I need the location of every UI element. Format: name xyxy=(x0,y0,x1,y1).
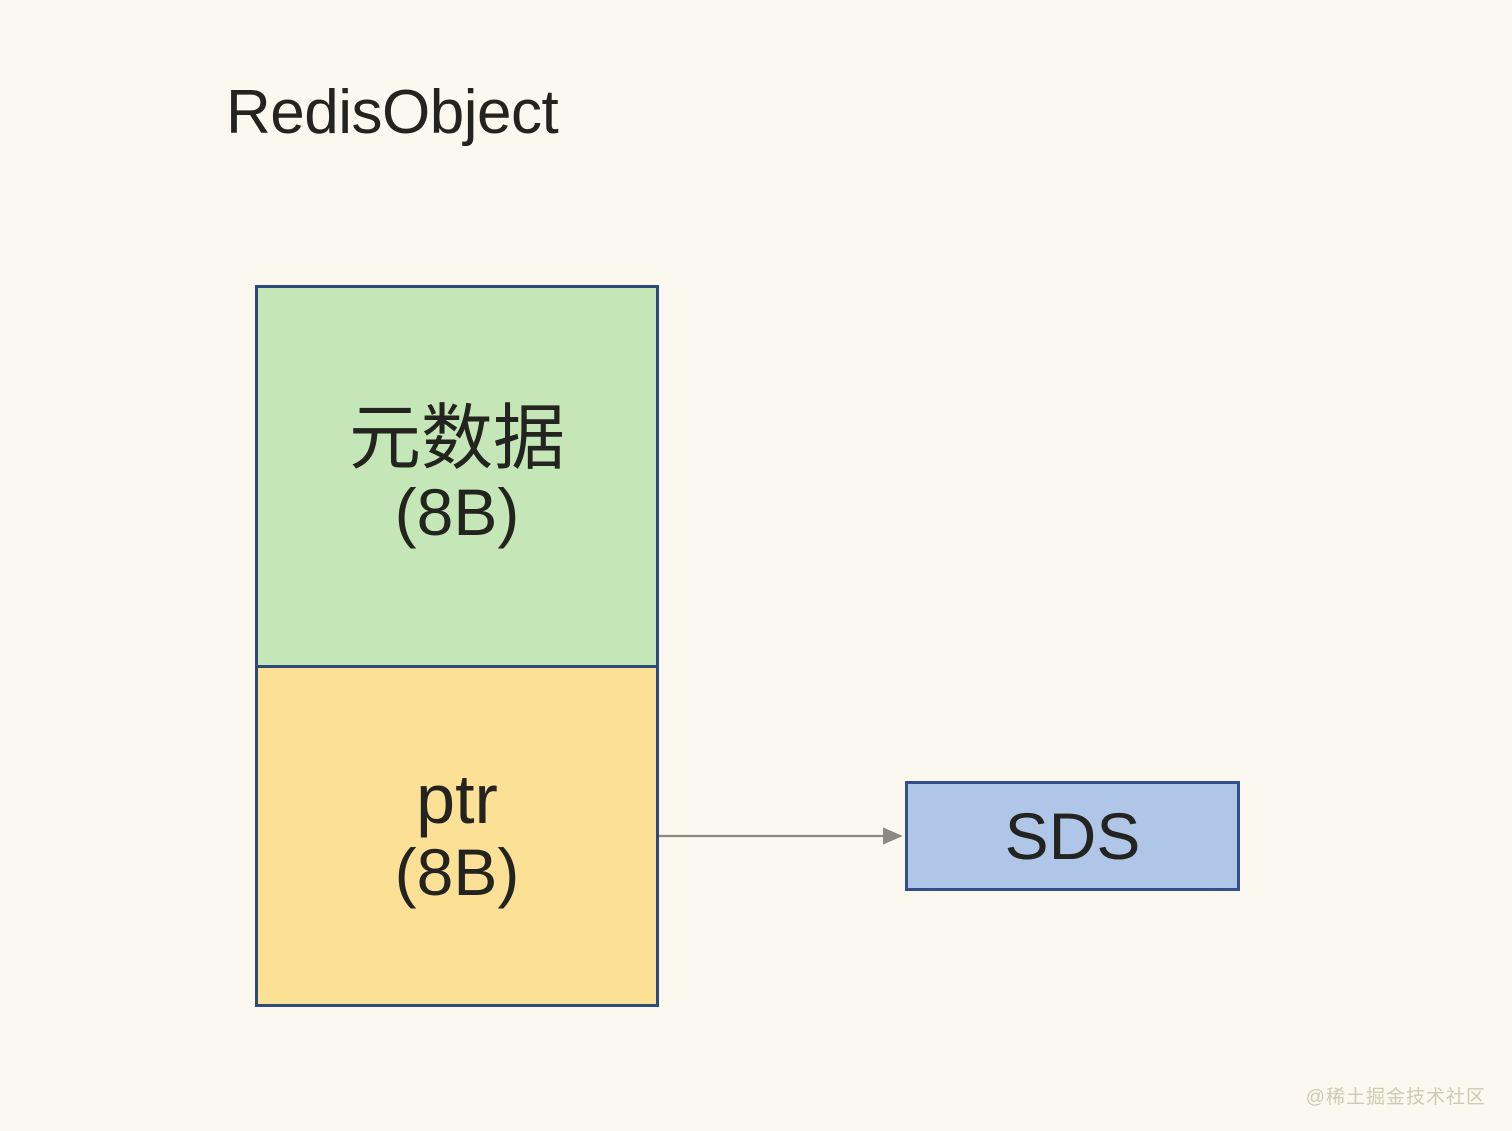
page-title: RedisObject xyxy=(226,78,559,147)
struct-cell-metadata: 元数据 (8B) xyxy=(258,288,656,669)
struct-cell-ptr: ptr (8B) xyxy=(258,668,656,1004)
struct-cell-metadata-size: (8B) xyxy=(394,475,520,550)
sds-label: SDS xyxy=(1004,799,1141,873)
struct-cell-ptr-size: (8B) xyxy=(394,835,520,909)
ptr-to-sds-arrow-icon xyxy=(659,827,903,845)
struct-cell-metadata-label: 元数据 xyxy=(348,399,565,480)
watermark: @稀土掘金技术社区 xyxy=(1305,1087,1486,1108)
redisobject-struct-box: 元数据 (8B) ptr (8B) xyxy=(255,285,659,1007)
struct-cell-ptr-label: ptr xyxy=(416,759,498,838)
sds-box: SDS xyxy=(905,781,1240,891)
